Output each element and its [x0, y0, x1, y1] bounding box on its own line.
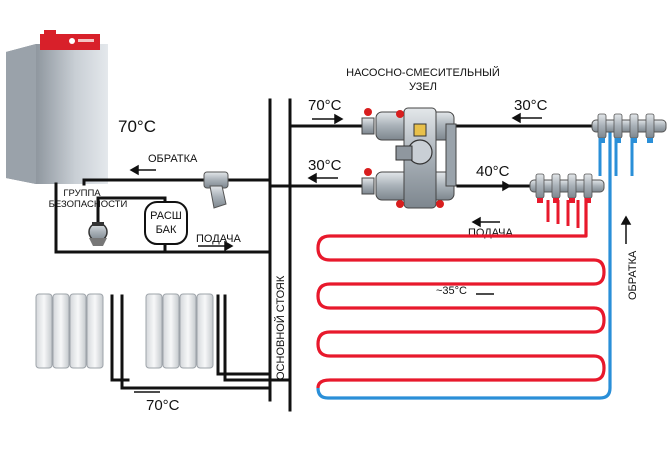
safety-group-label-2: БЕЗОПАСНОСТИ [49, 199, 128, 210]
tank-label-1: РАСШ [150, 210, 182, 222]
boiler-temp-label: 70°C [118, 117, 156, 136]
manifold-port [597, 113, 607, 139]
radiator-icon [35, 293, 104, 369]
manifold-port [567, 173, 577, 199]
radiator-section [52, 293, 70, 369]
manifold-port [551, 173, 561, 199]
supply-return-pipes [54, 98, 594, 412]
manifold-port [535, 173, 545, 199]
return-label-left: ОБРАТКА [148, 153, 198, 165]
safety-group-label-1: ГРУППА [63, 188, 101, 199]
mixer-title-2: УЗЕЛ [409, 81, 437, 93]
manifold-cap [631, 138, 637, 143]
supply-label-left: ПОДАЧА [196, 233, 241, 245]
floor-temp-label: ~35°C [436, 285, 467, 297]
manifold-port [645, 113, 655, 139]
pump-icon [375, 107, 457, 209]
radiator-section [35, 293, 53, 369]
safety-group-icon [88, 222, 108, 246]
radiator-section [145, 293, 163, 369]
main-riser-label: ОСНОВНОЙ СТОЯК [274, 275, 287, 380]
radiator-section [69, 293, 87, 369]
radiator-icon [145, 293, 214, 369]
tank-label-2: БАК [156, 224, 177, 236]
radiators-group [35, 293, 214, 369]
radiator-section [162, 293, 180, 369]
expansion-tank-icon [144, 201, 188, 252]
manifold-icon [529, 173, 605, 203]
boiler-icon [6, 30, 108, 184]
radiator-section [86, 293, 104, 369]
arrow-icon [129, 164, 156, 176]
floor-return-temp-label: 30°C [514, 97, 548, 114]
hot-loop [316, 186, 606, 389]
manifold-port [613, 113, 623, 139]
manifold-cap [647, 138, 653, 143]
mixer-return-temp-label: 30°C [308, 157, 342, 174]
cold-loop [316, 126, 612, 400]
underfloor-loops [316, 126, 634, 400]
manifold-icon [591, 113, 667, 143]
arrow-icon [620, 215, 632, 244]
valve-icon [361, 108, 444, 208]
manifold-cap [553, 198, 559, 203]
arrow-icon [307, 172, 338, 184]
arrow-icon [511, 112, 542, 124]
mixer-title-1: НАСОСНО-СМЕСИТЕЛЬНЫЙ [346, 66, 500, 79]
radiator-section [179, 293, 197, 369]
arrow-icon [198, 240, 234, 252]
manifold-port [629, 113, 639, 139]
radiator-section [196, 293, 214, 369]
arrow-icon [480, 180, 512, 192]
arrow-icon [312, 113, 344, 125]
manifold-port [583, 173, 593, 199]
mixer-in-temp-label: 70°C [308, 97, 342, 114]
radiator-temp-label: 70°C [146, 397, 180, 414]
floor-supply-temp-label: 40°C [476, 163, 510, 180]
manifold-cap [615, 138, 621, 143]
manifold-cap [537, 198, 543, 203]
filter-icon [203, 171, 229, 209]
return-label-vertical: ОБРАТКА [627, 250, 639, 300]
manifold-cap [569, 198, 575, 203]
arrow-icon [471, 216, 500, 228]
manifold-cap [599, 138, 605, 143]
manifold-cap [585, 198, 591, 203]
